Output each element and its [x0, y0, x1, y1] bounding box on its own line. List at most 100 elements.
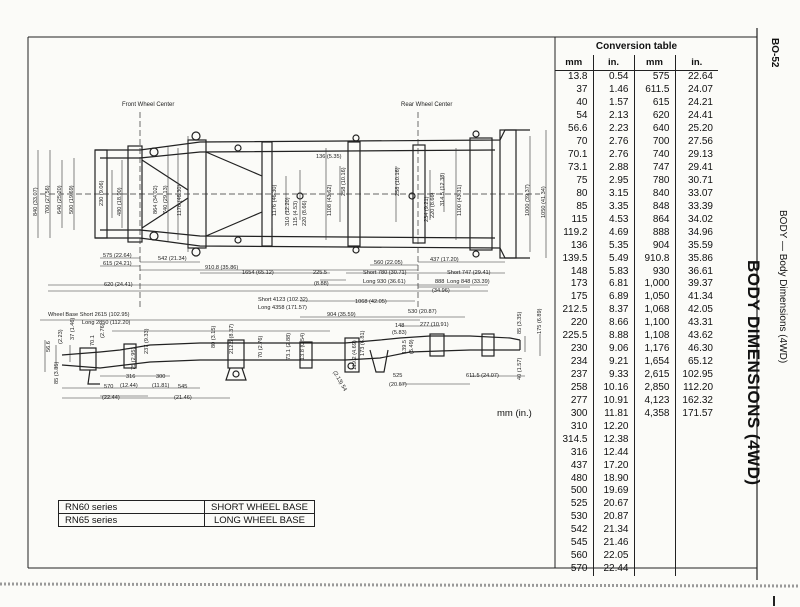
- dim-label: 560 (22.05): [374, 260, 403, 266]
- inch-value: [674, 420, 718, 434]
- dim-label: (5.83): [392, 330, 407, 336]
- mm-value: [633, 562, 675, 576]
- inch-value: 43.31: [674, 316, 718, 330]
- dim-label: 1176 (46.30): [177, 185, 183, 216]
- mm-value: 640: [633, 122, 675, 136]
- dim-label: 73.1 (2.88): [286, 333, 292, 360]
- inch-value: 2.23: [592, 122, 634, 136]
- dim-label: 220 (8.66): [302, 200, 308, 226]
- dim-label: 888: [435, 279, 444, 285]
- dim-label: 230 (9.06): [99, 180, 105, 206]
- rear-wheel-center-label: Rear Wheel Center: [401, 102, 452, 108]
- inch-value: 43.62: [674, 329, 718, 343]
- inch-value: 17.20: [592, 459, 634, 473]
- dim-label: 575 (22.64): [103, 253, 132, 259]
- dim-label: 840 (33.07): [33, 187, 39, 216]
- dim-label: 910.8 (35.86): [205, 265, 238, 271]
- mm-value: 1,000: [633, 278, 675, 291]
- inch-value: 12.38: [592, 433, 634, 447]
- mm-value: [633, 510, 675, 524]
- inch-value: 6.81: [592, 278, 634, 291]
- dim-label: 904 (35.59): [327, 312, 356, 318]
- inch-value: [674, 536, 718, 550]
- series-table: RN60 series SHORT WHEEL BASE RN65 series…: [58, 500, 315, 527]
- inch-value: 112.20: [674, 381, 718, 395]
- center-lines: [40, 112, 540, 310]
- inch-value: [674, 459, 718, 473]
- mm-value: 840: [633, 187, 675, 201]
- mm-value: 75: [576, 174, 588, 186]
- inch-value: 21.46: [592, 536, 634, 550]
- mm-value: 615: [633, 96, 675, 110]
- dim-label: 620 (24.41): [104, 282, 133, 288]
- dim-label: (2.13) 54: [331, 370, 347, 392]
- page-number: BO-52: [769, 38, 780, 68]
- mm-value: 175: [570, 291, 588, 303]
- inch-value: 1.46: [592, 83, 634, 97]
- inch-value: 29.41: [674, 161, 718, 175]
- mm-value: [633, 523, 675, 537]
- inch-value: 2.95: [592, 174, 634, 188]
- dim-label: 225.5: [313, 270, 327, 276]
- inch-value: 2.88: [592, 161, 634, 175]
- inch-value: 46.30: [674, 342, 718, 356]
- mm-value: 611.5: [633, 83, 675, 97]
- inch-value: [674, 549, 718, 563]
- page-edge-mark: [773, 596, 775, 606]
- inch-value: [674, 523, 718, 537]
- series-name: RN65 series: [58, 513, 205, 527]
- mm-value: 570: [570, 563, 588, 575]
- series-name: RN60 series: [58, 500, 205, 514]
- dim-label: Short 4123 (102.32): [258, 297, 308, 303]
- mm-value: 70: [576, 136, 588, 148]
- inch-value: 8.66: [592, 316, 634, 330]
- dim-label: (12.44): [120, 383, 138, 389]
- mm-value: 864: [633, 213, 675, 227]
- dim-label: 316: [126, 374, 135, 380]
- inch-value: 8.37: [592, 303, 634, 317]
- mm-value: 542: [570, 524, 588, 536]
- dim-label: 119.2 (4.69): [352, 340, 358, 370]
- dim-label: Wheel Base Short 2615 (102.95): [48, 312, 130, 318]
- dim-label: (11.81): [152, 383, 169, 389]
- inch-value: 35.86: [674, 252, 718, 266]
- dim-label: 314.5 (12.38): [440, 173, 446, 206]
- series-wheelbase: SHORT WHEEL BASE: [204, 500, 315, 514]
- series-row: RN65 series LONG WHEEL BASE: [58, 513, 315, 527]
- front-wheel-center-label: Front Wheel Center: [122, 102, 174, 108]
- dim-label: (8.88): [314, 281, 329, 287]
- column-header: mm: [633, 55, 675, 71]
- inch-value: 35.59: [674, 239, 718, 253]
- mm-value: [633, 536, 675, 550]
- inch-value: 5.83: [592, 265, 634, 278]
- mm-value: 575: [633, 70, 675, 84]
- inch-value: 6.89: [592, 290, 634, 304]
- mm-value: [633, 459, 675, 473]
- inch-value: 22.05: [592, 549, 634, 563]
- mm-value: 70.1: [568, 149, 588, 161]
- inch-value: 3.15: [592, 187, 634, 201]
- mm-value: 230: [570, 343, 588, 355]
- inch-value: 4.69: [592, 226, 634, 240]
- dim-label: 525: [393, 373, 402, 379]
- mm-value: 1,100: [633, 316, 675, 330]
- inch-value: 36.61: [674, 265, 718, 278]
